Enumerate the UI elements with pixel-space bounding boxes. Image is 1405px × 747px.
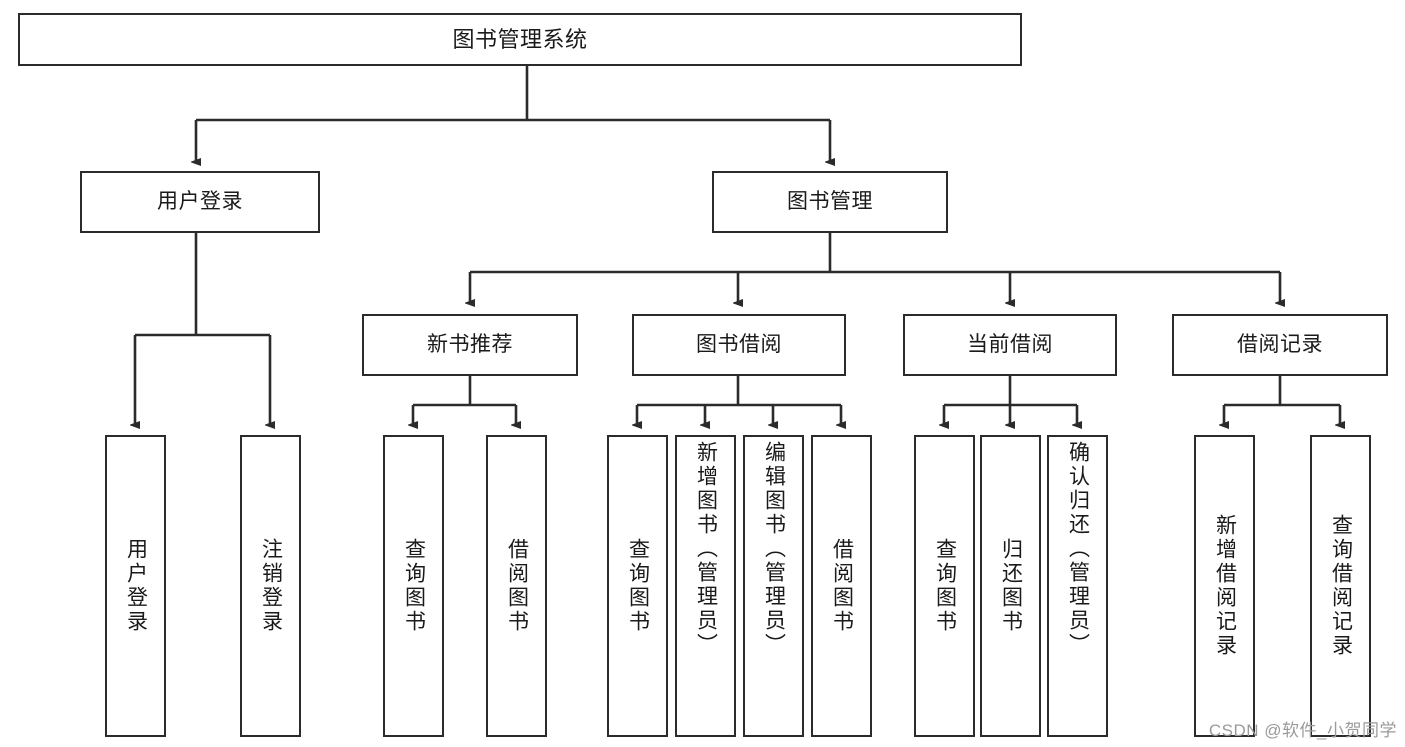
csdn-watermark: CSDN @软件_小贺同学 — [1208, 721, 1397, 740]
node-leaf-query-book-borrow[interactable]: 查询图书 — [607, 435, 668, 737]
node-label: 查询借阅记录 — [1329, 514, 1353, 658]
node-label: 借阅图书 — [830, 538, 854, 634]
node-leaf-borrow-book-recommend[interactable]: 借阅图书 — [486, 435, 547, 737]
node-leaf-return-book[interactable]: 归还图书 — [980, 435, 1041, 737]
node-label: 注销登录 — [259, 538, 283, 634]
node-label: 新增图书（管理员） — [694, 441, 718, 657]
node-label: 图书管理系统 — [452, 26, 588, 52]
node-root-book-management-system[interactable]: 图书管理系统 — [18, 13, 1022, 66]
node-user-login[interactable]: 用户登录 — [80, 171, 320, 233]
node-label: 编辑图书（管理员） — [762, 441, 786, 657]
node-label: 图书管理 — [787, 189, 873, 213]
node-label: 确认归还（管理员） — [1066, 441, 1090, 657]
node-leaf-query-borrow-record[interactable]: 查询借阅记录 — [1310, 435, 1371, 737]
node-book-management[interactable]: 图书管理 — [712, 171, 948, 233]
node-leaf-borrow-book[interactable]: 借阅图书 — [811, 435, 872, 737]
node-leaf-edit-book-admin[interactable]: 编辑图书（管理员） — [743, 435, 804, 737]
node-label: 新增借阅记录 — [1213, 514, 1237, 658]
node-leaf-query-book-recommend[interactable]: 查询图书 — [383, 435, 444, 737]
node-label: 查询图书 — [933, 538, 957, 634]
node-leaf-query-book-current[interactable]: 查询图书 — [914, 435, 975, 737]
node-label: 图书借阅 — [696, 332, 782, 356]
node-label: 归还图书 — [999, 538, 1023, 634]
node-new-book-recommend[interactable]: 新书推荐 — [362, 314, 578, 376]
node-label: 新书推荐 — [427, 332, 513, 356]
node-label: 用户登录 — [157, 189, 243, 213]
node-book-borrow[interactable]: 图书借阅 — [632, 314, 846, 376]
node-current-borrow[interactable]: 当前借阅 — [903, 314, 1117, 376]
node-borrow-record[interactable]: 借阅记录 — [1172, 314, 1388, 376]
node-leaf-confirm-return-admin[interactable]: 确认归还（管理员） — [1047, 435, 1108, 737]
node-label: 用户登录 — [124, 538, 148, 634]
node-leaf-logout-login[interactable]: 注销登录 — [240, 435, 301, 737]
node-label: 查询图书 — [402, 538, 426, 634]
node-leaf-add-borrow-record[interactable]: 新增借阅记录 — [1194, 435, 1255, 737]
node-leaf-add-book-admin[interactable]: 新增图书（管理员） — [675, 435, 736, 737]
node-label: 当前借阅 — [967, 332, 1053, 356]
node-label: 借阅记录 — [1237, 332, 1323, 356]
node-leaf-user-login[interactable]: 用户登录 — [105, 435, 166, 737]
node-label: 查询图书 — [626, 538, 650, 634]
node-label: 借阅图书 — [505, 538, 529, 634]
